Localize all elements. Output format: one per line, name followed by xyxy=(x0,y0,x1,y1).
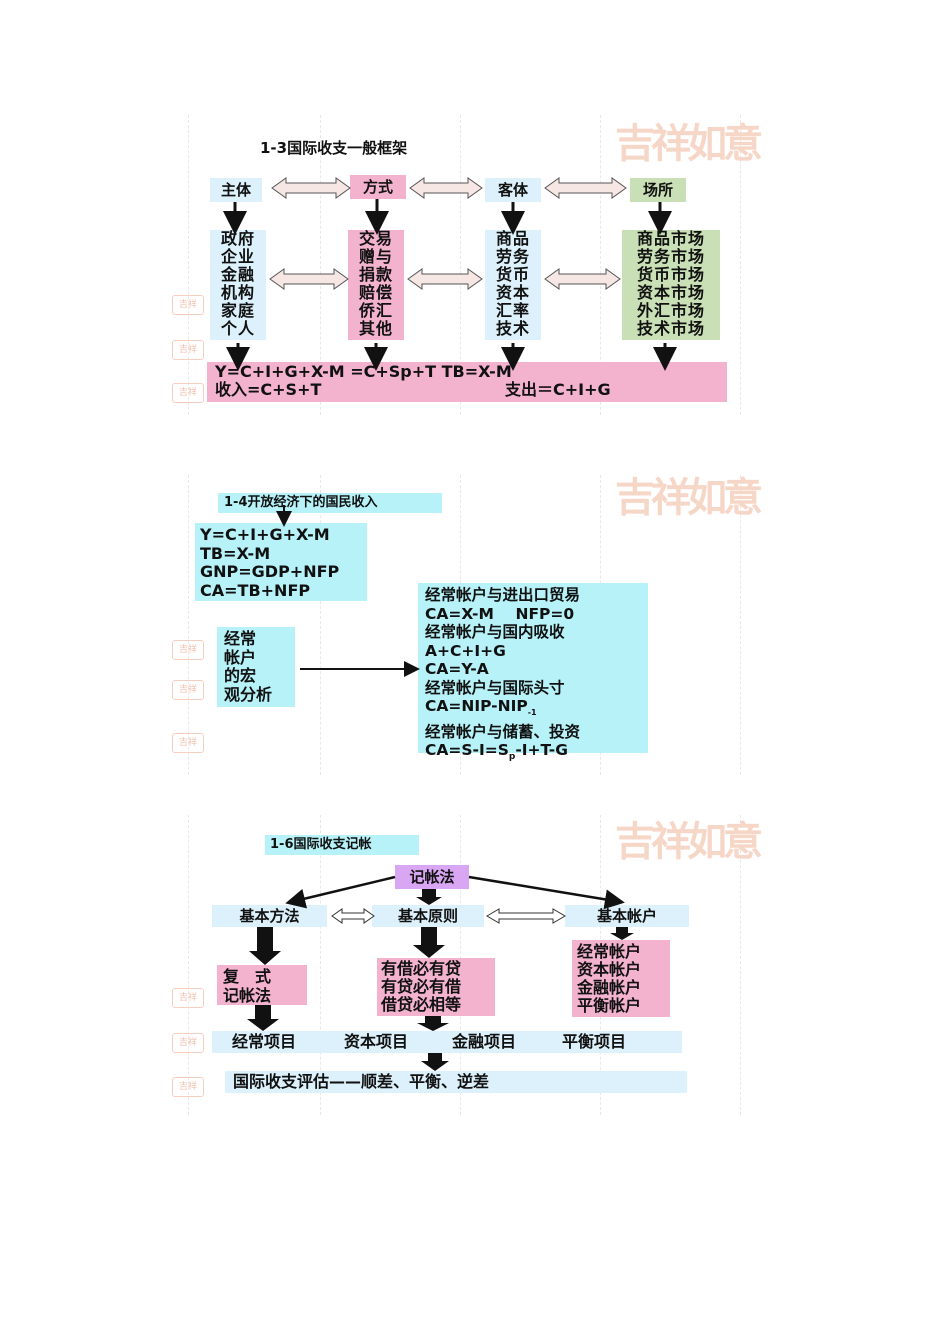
ca-line-7-main: CA=NIP-NIP xyxy=(425,697,528,715)
object-list: 商品 劳务 货币 资本 汇率 技术 xyxy=(485,230,541,340)
double-entry-method: 复 式 记帐法 xyxy=(217,965,307,1005)
ca-line-9-tail: -I+T-G xyxy=(515,741,568,760)
bop-evaluation: 国际收支评估——顺差、平衡、逆差 xyxy=(225,1071,687,1093)
formula-line-2a: 收入=C+S+T xyxy=(215,380,322,399)
seal-icon: 吉祥 xyxy=(172,680,204,700)
item-current: 经常项目 xyxy=(232,1032,297,1051)
divider xyxy=(320,475,321,775)
account-types: 经常帐户 资本帐户 金融帐户 平衡帐户 xyxy=(572,940,670,1017)
figure-title: 1-6国际收支记帐 xyxy=(265,835,419,855)
header-venue: 场所 xyxy=(630,178,686,202)
ca-line-8: 经常帐户与储蓄、投资 xyxy=(425,722,581,741)
connector-arrows xyxy=(223,177,677,371)
seal-icon: 吉祥 xyxy=(172,640,204,660)
ca-line-9-main: CA=S-I=S xyxy=(425,741,509,760)
divider xyxy=(188,115,189,415)
connector-arrows xyxy=(276,505,420,677)
header-method: 方式 xyxy=(350,175,406,199)
seal-icon: 吉祥 xyxy=(172,733,204,753)
macro-analysis-label: 经常 帐户 的宏 观分析 xyxy=(217,627,295,707)
divider xyxy=(188,475,189,775)
figure-1-4: 吉祥如意 吉祥 吉祥 吉祥 1-4开放经济下的国民收入 Y=C+I+G+X-M … xyxy=(160,475,763,775)
divider xyxy=(188,815,189,1115)
watermark-logo: 吉祥如意 xyxy=(615,121,763,167)
ca-line-1: 经常帐户与进出口贸易 xyxy=(425,586,581,604)
formula-line-2b: 支出＝C+I+G xyxy=(505,380,611,399)
divider xyxy=(600,115,601,415)
seal-icon: 吉祥 xyxy=(172,1077,204,1097)
connector-arrows xyxy=(247,875,634,1071)
item-balancing: 平衡项目 xyxy=(562,1032,627,1051)
ca-line-9: CA=S-I=Sp-I+T-G xyxy=(425,741,648,767)
seal-icon: 吉祥 xyxy=(172,1033,204,1053)
national-income-formulas: Y=C+I+G+X-M TB=X-M GNP=GDP+NFP CA=TB+NFP xyxy=(195,523,367,601)
root-bookkeeping: 记帐法 xyxy=(395,865,469,889)
watermark-logo: 吉祥如意 xyxy=(615,819,763,865)
figure-title: 1-3国际收支一般框架 xyxy=(260,139,408,157)
subscript-minus-one: -1 xyxy=(527,708,537,718)
seal-icon: 吉祥 xyxy=(172,340,204,360)
ca-line-2: CA=X-M NFP=0 xyxy=(425,604,575,623)
subject-list: 政府 企业 金融 机构 家庭 个人 xyxy=(210,230,266,340)
formula-bar: Y=C+I+G+X-M =C+Sp+T TB=X-M 收入=C+S+T 支出＝C… xyxy=(207,362,727,402)
header-object: 客体 xyxy=(485,178,541,202)
divider xyxy=(320,815,321,1115)
item-capital: 资本项目 xyxy=(344,1032,409,1051)
subscript-p: p xyxy=(508,752,516,763)
seal-icon: 吉祥 xyxy=(172,988,204,1008)
basic-accounts: 基本帐户 xyxy=(565,905,689,927)
item-financial: 金融项目 xyxy=(452,1032,517,1051)
figure-title: 1-4开放经济下的国民收入 xyxy=(218,493,442,513)
watermark-logo: 吉祥如意 xyxy=(615,475,763,521)
divider xyxy=(460,115,461,415)
formula-line-1: Y=C+I+G+X-M =C+Sp+T TB=X-M xyxy=(215,362,512,381)
divider xyxy=(740,475,741,775)
ca-line-4: A+C+I+G xyxy=(425,641,506,660)
figure-1-3: 吉祥如意 吉祥 吉祥 吉祥 1-3国际收支一般框架 主体 方式 客体 场所 政府… xyxy=(160,115,763,415)
seal-icon: 吉祥 xyxy=(172,383,204,403)
ca-line-6: 经常帐户与国际头寸 xyxy=(425,678,565,697)
divider xyxy=(740,115,741,415)
ca-line-3: 经常帐户与国内吸收 xyxy=(425,623,565,641)
ca-line-7: CA=NIP-NIP-1 xyxy=(425,697,648,723)
ca-line-5: CA=Y-A xyxy=(425,660,489,678)
basic-method: 基本方法 xyxy=(212,905,327,927)
divider xyxy=(740,815,741,1115)
header-subject: 主体 xyxy=(210,178,262,202)
basic-principle: 基本原则 xyxy=(372,905,484,927)
current-account-analysis: 经常帐户与进出口贸易 CA=X-M NFP=0 经常帐户与国内吸收 A+C+I+… xyxy=(418,583,648,762)
seal-icon: 吉祥 xyxy=(172,295,204,315)
debit-credit-principle: 有借必有贷 有贷必有借 借贷必相等 xyxy=(377,958,495,1016)
figure-1-6: 吉祥如意 吉祥 吉祥 吉祥 1-6国际收支记帐 记帐法 基本方法 基本原则 基本… xyxy=(160,815,763,1115)
items-bar: 经常项目 资本项目 金融项目 平衡项目 xyxy=(212,1031,682,1053)
divider xyxy=(320,115,321,415)
